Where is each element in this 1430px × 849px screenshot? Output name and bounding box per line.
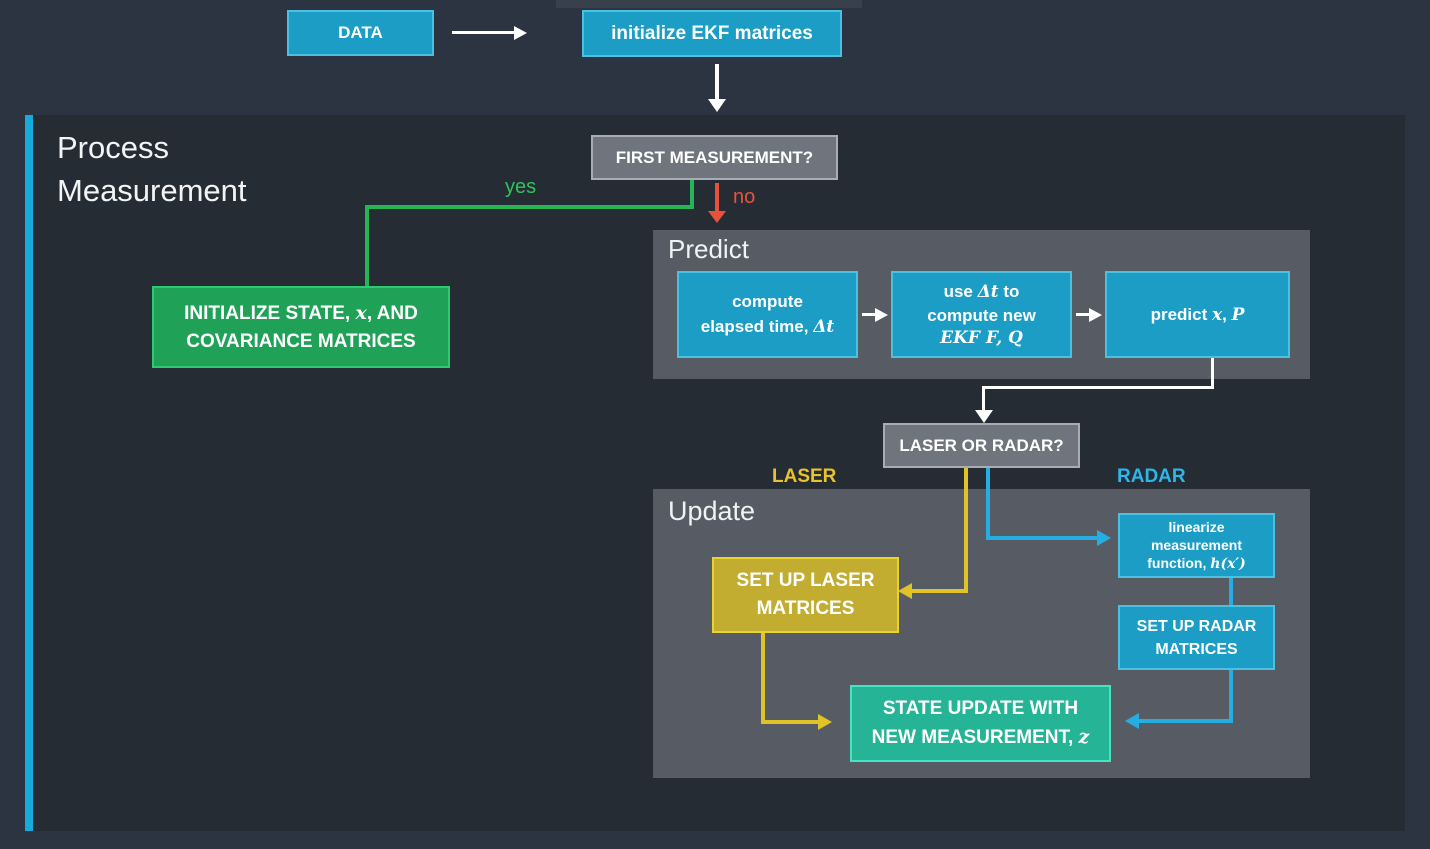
node-setup-laser: SET UP LASER MATRICES	[712, 557, 899, 633]
laser-branch-label: LASER	[772, 466, 837, 487]
laser-connector-horizontal	[910, 589, 968, 593]
laser-connector-vertical	[964, 468, 968, 593]
update-title: Update	[668, 496, 756, 526]
arrow-down-icon	[708, 99, 726, 112]
arrow-right-icon	[514, 26, 527, 40]
linearize-line3: function, h(x′)	[1147, 554, 1245, 573]
decision-laser-or-radar-label: LASER OR RADAR?	[899, 435, 1064, 455]
top-cropped-strip	[556, 0, 862, 8]
init-state-math-x: x	[355, 301, 367, 324]
node-data-label: DATA	[338, 23, 383, 42]
predict-out-drop	[982, 386, 985, 412]
node-predict-xp: predict x, P	[1105, 271, 1290, 358]
use-dt-text: use	[943, 281, 978, 301]
node-compute-elapsed: compute elapsed time, Δt	[677, 271, 858, 358]
setup-radar-line2: MATRICES	[1155, 640, 1238, 658]
state-update-text: NEW MEASUREMENT,	[871, 727, 1079, 748]
yes-connector-drop	[365, 205, 369, 288]
node-use-dt: use Δt to compute new EKF F, Q	[891, 271, 1072, 358]
laser-to-state-horizontal	[761, 720, 819, 724]
node-data: DATA	[287, 10, 434, 56]
arrow-left-blue-icon	[1125, 713, 1139, 729]
init-state-text: INITIALIZE STATE,	[184, 302, 356, 324]
compute-elapsed-text: elapsed time,	[700, 317, 814, 336]
compute-elapsed-math-dt: Δt	[813, 317, 835, 337]
arrow-data-to-init	[452, 31, 514, 34]
arrow-right-blue-icon	[1097, 530, 1111, 546]
linearize-line2: measurement	[1150, 537, 1243, 553]
radar-connector-vertical	[986, 468, 990, 540]
use-dt-math-dt: Δt	[977, 281, 999, 302]
init-state-text2: , AND	[366, 302, 418, 324]
panel-title-line1: Process	[57, 130, 169, 165]
setup-laser-line2: MATRICES	[756, 598, 855, 619]
panel-title: Process Measurement	[57, 126, 247, 212]
decision-first-measurement-label: FIRST MEASUREMENT?	[615, 147, 814, 167]
state-update-math-z: z	[1078, 726, 1090, 748]
compute-elapsed-line2: elapsed time, Δt	[701, 314, 834, 340]
radar-to-state-horizontal	[1139, 719, 1233, 723]
compute-elapsed-line1: compute	[732, 292, 803, 311]
predict-title: Predict	[668, 234, 749, 264]
radar-branch-label: RADAR	[1117, 466, 1186, 487]
arrow-predict-1	[862, 313, 876, 316]
panel-title-line2: Measurement	[57, 173, 247, 208]
arrow-right-yellow-icon	[818, 714, 832, 730]
use-dt-text2: to	[998, 281, 1020, 301]
node-initialize-ekf: initialize EKF matrices	[582, 10, 842, 57]
arrow-right-icon	[1089, 308, 1102, 322]
predict-xp-text: predict	[1150, 304, 1212, 324]
predict-xp-sep: ,	[1222, 304, 1232, 324]
yes-label: yes	[505, 176, 537, 198]
arrow-down-icon	[975, 410, 993, 423]
decision-laser-or-radar: LASER OR RADAR?	[883, 423, 1080, 468]
node-initialize-state: INITIALIZE STATE, x, AND COVARIANCE MATR…	[152, 286, 450, 368]
arrow-right-icon	[875, 308, 888, 322]
no-connector	[715, 183, 719, 213]
arrow-predict-2	[1076, 313, 1090, 316]
node-setup-radar: SET UP RADAR MATRICES	[1118, 605, 1275, 670]
node-state-update: STATE UPDATE WITH NEW MEASUREMENT, z	[850, 685, 1111, 762]
setup-laser-line1: SET UP LASER	[736, 570, 875, 591]
state-update-line1: STATE UPDATE WITH	[882, 698, 1079, 719]
node-linearize: linearize measurement function, h(x′)	[1118, 513, 1275, 578]
state-update-line2: NEW MEASUREMENT, z	[872, 723, 1090, 752]
predict-out-vertical	[1211, 358, 1214, 389]
predict-xp-line: predict x, P	[1151, 305, 1245, 325]
arrow-init-to-first	[715, 64, 719, 100]
laser-to-state-vertical	[761, 633, 765, 724]
radar-to-state-vertical	[1229, 670, 1233, 723]
predict-xp-math-p: P	[1231, 304, 1245, 325]
radar-connector-horizontal	[986, 536, 1098, 540]
node-initialize-state-line2: COVARIANCE MATRICES	[186, 330, 416, 352]
use-dt-math-ekffq: EKF F, Q	[940, 327, 1023, 348]
decision-first-measurement: FIRST MEASUREMENT?	[591, 135, 838, 180]
node-initialize-state-line1: INITIALIZE STATE, x, AND	[184, 299, 418, 328]
node-initialize-ekf-label: initialize EKF matrices	[611, 22, 813, 44]
arrow-left-yellow-icon	[898, 583, 912, 599]
setup-radar-line1: SET UP RADAR	[1136, 617, 1257, 635]
yes-connector-horizontal	[365, 205, 694, 209]
no-label: no	[733, 186, 756, 208]
predict-xp-math-x: x	[1212, 304, 1223, 325]
use-dt-line2: compute new	[927, 305, 1036, 325]
use-dt-line1: use Δt to	[944, 280, 1020, 304]
predict-out-horizontal	[982, 386, 1214, 389]
linearize-line1: linearize	[1168, 519, 1225, 535]
linearize-math-hx: h(x′)	[1210, 556, 1246, 572]
panel-accent-bar	[25, 115, 33, 831]
yes-connector-vertical	[690, 180, 694, 209]
linearize-text: function,	[1147, 555, 1211, 571]
linearize-to-radar-connector	[1229, 578, 1233, 605]
arrow-down-red-icon	[708, 211, 726, 223]
